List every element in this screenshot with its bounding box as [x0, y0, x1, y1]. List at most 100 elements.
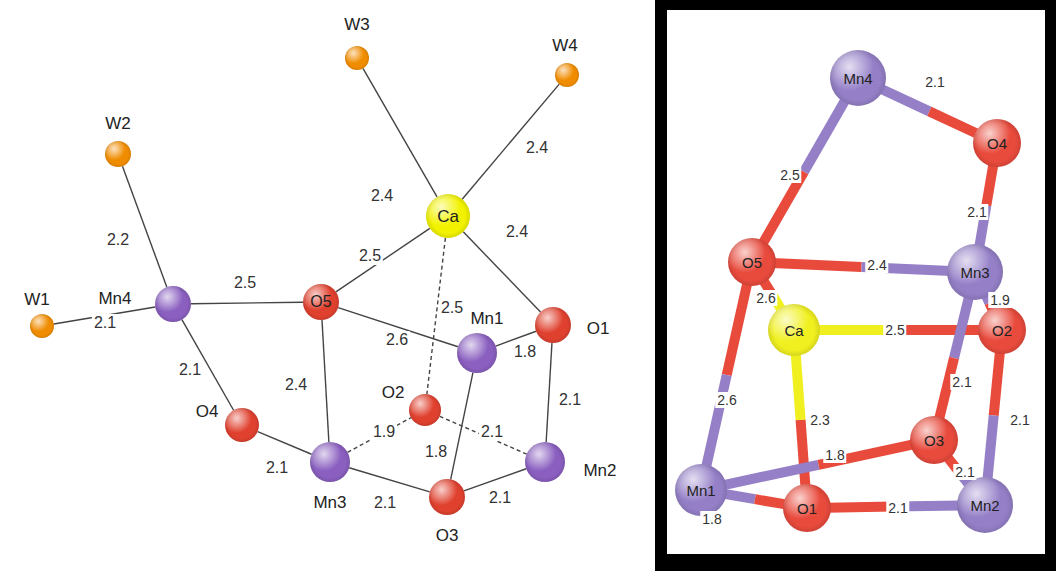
bond-segment — [191, 302, 303, 304]
atom: Ca — [768, 304, 820, 356]
bond — [462, 84, 559, 199]
bond-length: 2.1 — [950, 374, 973, 390]
bond-length: 1.8 — [423, 443, 449, 461]
bond — [349, 468, 430, 492]
bond-length: 2.1 — [372, 494, 398, 512]
bond-segment — [349, 468, 430, 492]
bond-segment — [827, 507, 894, 508]
atom-label: Mn2 — [583, 462, 616, 479]
atom-label: Mn1 — [470, 310, 503, 327]
bond — [363, 68, 437, 197]
atom: O4 — [225, 408, 259, 442]
bond-length: 2.4 — [369, 187, 395, 205]
bond-length: 2.4 — [865, 257, 888, 273]
bond-length: 1.8 — [512, 343, 538, 361]
bond-length: 2.6 — [715, 392, 738, 408]
bond-segment — [322, 320, 329, 442]
atom-label: W3 — [344, 16, 370, 33]
frame-border — [655, 0, 1056, 571]
bond-segment — [880, 88, 930, 111]
atom-label: Mn4 — [843, 71, 872, 86]
bond — [191, 302, 303, 304]
bond-segment — [723, 494, 755, 499]
bond-segment — [772, 263, 862, 267]
bond — [546, 343, 552, 442]
atom: Mn4 — [155, 286, 191, 322]
atom: O5 — [303, 284, 339, 320]
bond-segment — [546, 343, 552, 442]
atom: Mn4 — [830, 50, 886, 106]
atom: Mn3 — [310, 442, 350, 482]
bond-length: 2.1 — [177, 361, 203, 379]
bond — [939, 295, 970, 420]
bond-segment — [440, 416, 527, 454]
atom: Ca — [426, 194, 470, 238]
atom-label: O4 — [196, 403, 219, 420]
bond-segment — [899, 325, 982, 335]
atom: Mn2 — [957, 477, 1013, 533]
atom-label: W2 — [105, 115, 131, 132]
atom: O2 — [978, 306, 1026, 354]
bond — [348, 418, 411, 453]
atom: O2 — [409, 394, 441, 426]
atom: Mn2 — [525, 442, 565, 482]
bond-length: 2.1 — [886, 500, 909, 516]
bond-length: 2.1 — [965, 204, 988, 220]
atom: O5 — [728, 238, 776, 286]
atom: Mn1 — [457, 333, 497, 373]
bond-length: 1.9 — [988, 292, 1011, 308]
bond-length: 2.5 — [778, 167, 801, 183]
atom-label: Mn1 — [686, 483, 715, 498]
bond-length: 2.5 — [357, 247, 383, 265]
bond-length: 2.5 — [883, 322, 906, 338]
bond-length: 2.1 — [953, 464, 976, 480]
atom: W1 — [30, 314, 54, 338]
bond — [122, 166, 166, 287]
bond-segment — [122, 166, 166, 287]
bond-segment — [462, 84, 559, 199]
bond-length: 2.1 — [264, 459, 290, 477]
bond-length: 2.5 — [232, 274, 258, 292]
bond — [440, 416, 527, 454]
atom-label: Ca — [437, 208, 459, 225]
bond — [258, 432, 312, 455]
atom-label: Mn3 — [960, 265, 989, 280]
bond-segment — [363, 68, 437, 197]
atom-label: O4 — [987, 136, 1007, 151]
bond — [463, 232, 540, 312]
atom-label: O2 — [992, 323, 1012, 338]
bond-length: 2.5 — [439, 299, 465, 317]
bond-length: 2.2 — [105, 231, 131, 249]
bond-segment — [463, 232, 540, 312]
bond-segment — [994, 350, 1000, 416]
atom: O1 — [535, 307, 571, 343]
frame-inner — [667, 10, 1045, 554]
bond — [723, 494, 788, 505]
bond — [322, 320, 329, 442]
atom-label: O2 — [382, 384, 405, 401]
bond-segment — [987, 416, 993, 482]
atom-label: Ca — [784, 323, 803, 338]
bond — [336, 228, 430, 292]
bond-segment — [723, 465, 819, 486]
atom-label: O5 — [310, 294, 331, 310]
bond-segment — [796, 352, 801, 420]
bond-segment — [258, 432, 312, 455]
atom-label: O3 — [436, 527, 459, 544]
bond-length: 1.9 — [371, 423, 397, 441]
bond-length: 2.1 — [1008, 412, 1031, 428]
bond-length: 2.1 — [923, 74, 946, 90]
atom: W4 — [555, 63, 579, 87]
atom-label: Mn3 — [313, 494, 346, 511]
bond-length: 2.1 — [92, 314, 118, 332]
bond-segment — [348, 418, 411, 453]
bond-segment — [706, 375, 727, 469]
bond — [706, 282, 748, 469]
bond-length: 2.1 — [479, 423, 505, 441]
bond — [451, 373, 473, 480]
bond-segment — [818, 444, 914, 465]
atom: O1 — [783, 484, 831, 532]
bond — [762, 99, 846, 245]
atom-label: Mn4 — [98, 290, 131, 307]
